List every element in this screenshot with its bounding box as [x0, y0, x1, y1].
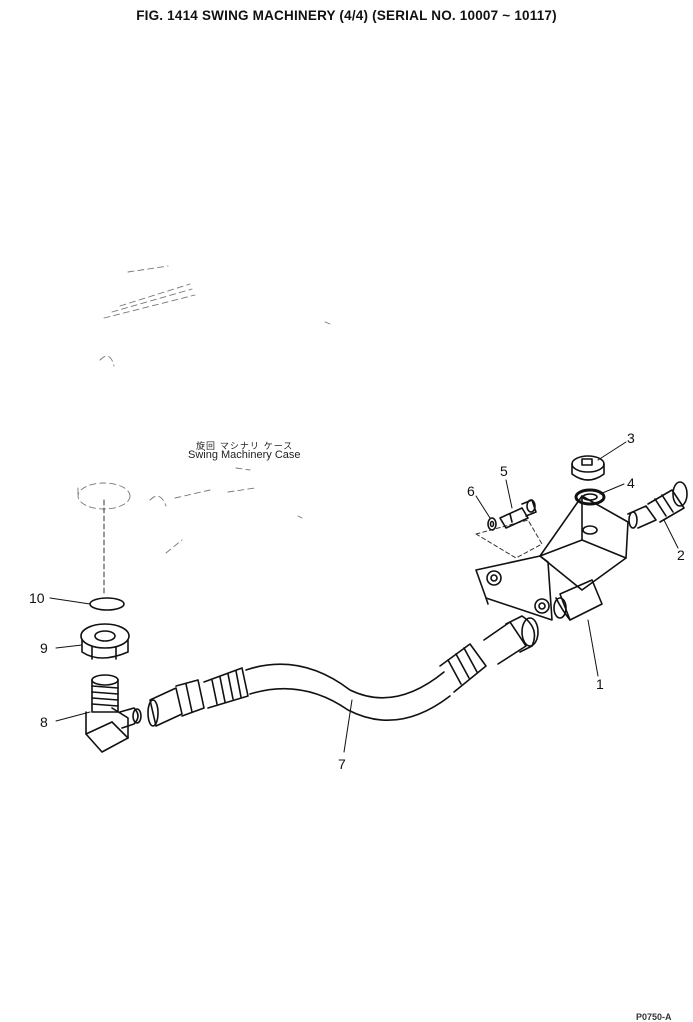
case-label-japanese: 旋回 マシナリ ケース [196, 442, 294, 452]
leader-7 [343, 699, 353, 753]
swing-machinery-case-phantom [77, 265, 331, 554]
hose-part-7 [147, 615, 539, 727]
callout-7: 7 [338, 756, 346, 772]
figure-title: FIG. 1414 SWING MACHINERY (4/4) (SERIAL … [136, 8, 557, 23]
leader-4 [599, 483, 625, 495]
callout-leaders [49, 441, 679, 753]
callout-3: 3 [627, 430, 635, 446]
leader-3 [597, 441, 627, 461]
callout-9: 9 [40, 640, 48, 656]
callout-2: 2 [677, 547, 685, 563]
case-label-english: Swing Machinery Case [188, 449, 301, 461]
callout-5: 5 [500, 463, 508, 479]
callout-8: 8 [40, 714, 48, 730]
nut-part-9 [80, 623, 130, 660]
leader-6 [475, 495, 491, 519]
elbow-part-8 [85, 674, 142, 753]
washer-part-6 [487, 517, 497, 531]
o-ring-part-10 [89, 597, 125, 611]
leader-1 [587, 619, 599, 677]
leader-10 [49, 597, 91, 605]
fitting-part-2 [627, 481, 688, 529]
leader-5 [505, 479, 513, 509]
drawing-code: P0750-A [636, 1012, 672, 1022]
callout-1: 1 [596, 676, 604, 692]
bolt-part-5 [499, 499, 537, 529]
callout-4: 4 [627, 475, 635, 491]
block-part-1 [475, 495, 629, 621]
callout-10: 10 [29, 590, 45, 606]
callout-6: 6 [467, 483, 475, 499]
seal-ring-part-4 [574, 488, 606, 506]
plug-part-3 [571, 455, 605, 481]
leader-9 [55, 644, 83, 649]
leader-2 [663, 519, 679, 549]
leader-8 [55, 711, 91, 722]
